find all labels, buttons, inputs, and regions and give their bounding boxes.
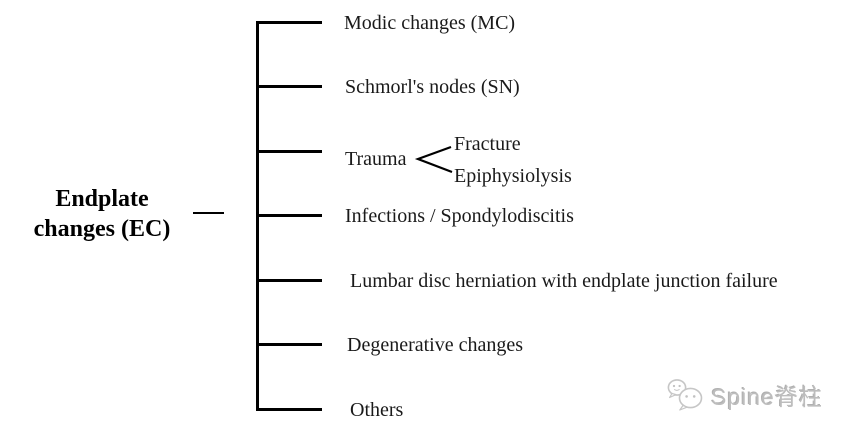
root-connector-dash bbox=[193, 212, 224, 214]
trauma-fork-lines bbox=[414, 145, 453, 174]
branch-label-trauma: Trauma bbox=[345, 148, 407, 170]
branch-label-schmorls-nodes: Schmorl's nodes (SN) bbox=[345, 76, 520, 98]
branch-label-infections: Infections / Spondylodiscitis bbox=[345, 205, 574, 227]
root-node-label: Endplate changes (EC) bbox=[10, 184, 194, 244]
branch-line bbox=[256, 343, 322, 346]
wechat-logo-icon bbox=[667, 379, 703, 411]
root-label-line2: changes (EC) bbox=[33, 216, 171, 242]
branch-label-degenerative-changes: Degenerative changes bbox=[347, 334, 524, 356]
branch-line bbox=[256, 214, 322, 217]
root-label-line1: Endplate bbox=[55, 186, 149, 212]
subbranch-label-epiphysiolysis: Epiphysiolysis bbox=[454, 165, 572, 187]
branch-label-others: Others bbox=[350, 399, 404, 421]
branch-line bbox=[256, 408, 322, 411]
subbranch-label-fracture: Fracture bbox=[454, 133, 521, 155]
branch-line bbox=[256, 21, 322, 24]
branch-label-lumbar-disc-herniation: Lumbar disc herniation with endplate jun… bbox=[350, 270, 778, 292]
branch-line bbox=[256, 85, 322, 88]
branch-line bbox=[256, 150, 322, 153]
watermark: Spine脊柱 bbox=[666, 376, 823, 414]
branch-label-modic-changes: Modic changes (MC) bbox=[344, 12, 516, 34]
watermark-text: Spine脊柱 bbox=[711, 384, 823, 410]
branch-line bbox=[256, 279, 322, 282]
